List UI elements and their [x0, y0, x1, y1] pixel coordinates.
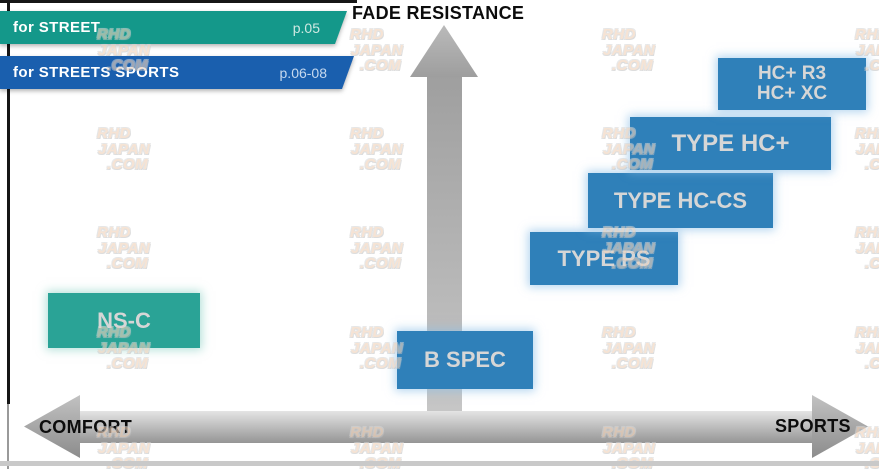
bottom-border-line: [0, 461, 879, 466]
watermark-line: RHD: [350, 224, 384, 241]
comfort-sports-axis-band: [72, 411, 815, 443]
product-box-type-hc-plus: TYPE HC+: [630, 117, 831, 170]
watermark-line: JAPAN: [856, 239, 879, 257]
fade-resistance-axis-label: FADE RESISTANCE: [352, 3, 525, 23]
product-label: HC+ XC: [756, 83, 828, 104]
watermark-line: RHD: [350, 26, 384, 43]
watermark-line: JAPAN: [603, 41, 656, 59]
watermark-line: .COM: [865, 255, 879, 272]
comfort-axis-label: COMFORT: [39, 417, 133, 437]
product-label: TYPE PS: [557, 245, 651, 271]
product-box-type-hc-cs: TYPE HC-CS: [588, 173, 773, 228]
banner-for-street[interactable]: for STREET p.05: [0, 11, 347, 44]
watermark-line: .COM: [107, 255, 149, 272]
product-label: TYPE HC-CS: [613, 187, 748, 213]
watermark-line: RHD: [97, 224, 131, 241]
watermark-line: RHD: [350, 125, 384, 142]
watermark-line: .COM: [360, 255, 402, 272]
watermark-line: RHD: [602, 26, 636, 43]
product-box-b-spec: B SPEC: [397, 331, 533, 389]
watermark-line: .COM: [612, 57, 654, 74]
watermark-line: JAPAN: [856, 439, 879, 457]
watermark-line: .COM: [107, 156, 149, 173]
watermark-line: .COM: [360, 156, 402, 173]
watermark-line: JAPAN: [351, 41, 404, 59]
watermark-line: RHD: [855, 224, 879, 241]
product-label: NS-C: [97, 307, 151, 333]
watermark-line: JAPAN: [98, 140, 151, 158]
watermark-line: RHD: [855, 26, 879, 43]
watermark-line: .COM: [107, 355, 149, 372]
banner-background: [0, 11, 347, 44]
banner-page-ref: p.06-08: [279, 64, 327, 81]
left-border-line-lower: [7, 404, 9, 469]
watermark-line: RHD: [855, 125, 879, 142]
arrow-up-icon: [410, 25, 478, 77]
product-label: TYPE HC+: [671, 129, 790, 157]
watermark-line: .COM: [865, 57, 879, 74]
banner-background: [0, 56, 354, 89]
watermark-line: RHD: [602, 324, 636, 341]
watermark-line: JAPAN: [603, 339, 656, 357]
watermark-line: RHD: [97, 125, 131, 142]
product-box-ns-c: NS-C: [48, 293, 200, 348]
banner-label: for STREET: [13, 19, 101, 36]
watermark-line: JAPAN: [351, 239, 404, 257]
product-box-hc-plus-r3-xc: HC+ R3 HC+ XC: [718, 58, 866, 110]
product-label: HC+ R3: [757, 63, 827, 85]
watermark-line: JAPAN: [856, 140, 879, 158]
banner-for-streets-sports[interactable]: for STREETS SPORTS p.06-08: [0, 56, 354, 89]
product-label: B SPEC: [424, 347, 506, 373]
banner-page-ref: p.05: [292, 19, 320, 36]
watermark-line: .COM: [612, 355, 654, 372]
banner-label: for STREETS SPORTS: [13, 64, 180, 81]
watermark-line: JAPAN: [856, 41, 879, 59]
top-border-line: [0, 0, 357, 3]
watermark-line: .COM: [865, 156, 879, 173]
watermark-line: .COM: [865, 355, 879, 372]
watermark-line: JAPAN: [856, 339, 879, 357]
watermark-line: JAPAN: [351, 140, 404, 158]
product-box-type-ps: TYPE PS: [530, 232, 678, 285]
watermark-line: .COM: [360, 57, 402, 74]
left-border-line: [7, 0, 10, 404]
watermark-line: JAPAN: [98, 239, 151, 257]
sports-axis-label: SPORTS: [775, 416, 851, 436]
watermark-line: RHD: [855, 324, 879, 341]
